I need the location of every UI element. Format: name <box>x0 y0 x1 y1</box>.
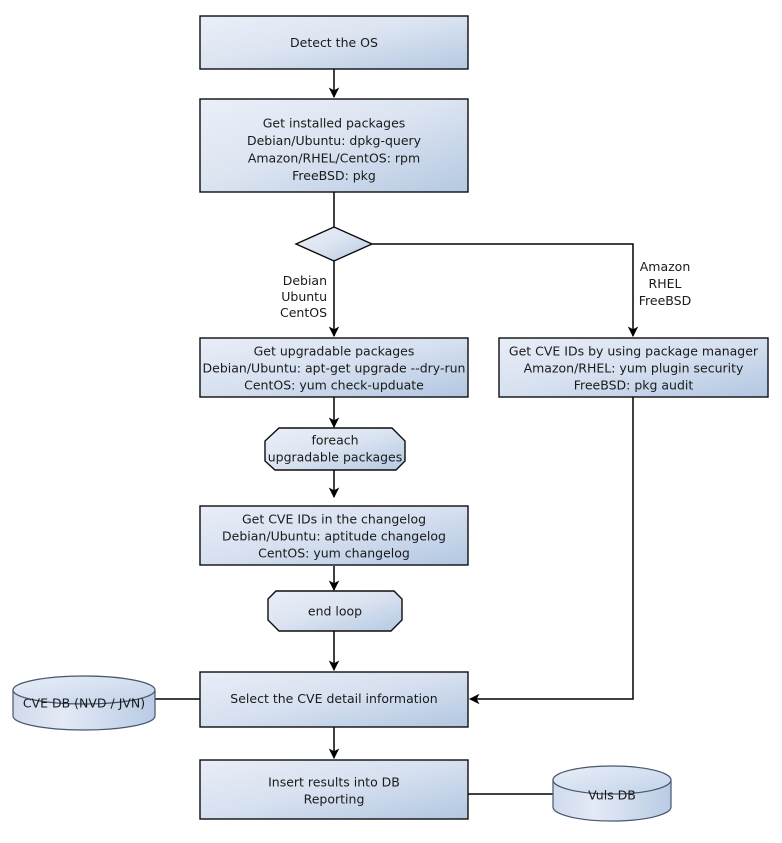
node-get-upgradable-line-2: CentOS: yum check-upduate <box>244 378 424 393</box>
node-foreach-line-1: upgradable packages <box>268 450 403 465</box>
node-os-decision-diamond[interactable] <box>294 226 374 262</box>
node-select-cve-line-0: Select the CVE detail information <box>230 691 437 706</box>
node-get-cve-changelog[interactable]: Get CVE IDs in the changelog Debian/Ubun… <box>199 505 469 566</box>
node-end-loop[interactable]: end loop <box>267 590 403 632</box>
node-select-cve-detail[interactable]: Select the CVE detail information <box>199 671 469 728</box>
node-get-installed-packages[interactable]: Get installed packages Debian/Ubuntu: dp… <box>199 98 469 193</box>
node-get-installed-line-3: FreeBSD: pkg <box>292 168 376 183</box>
node-end-loop-line-0: end loop <box>308 604 362 619</box>
edge-label-right-1: RHEL <box>649 276 682 291</box>
node-vuls-db-label: Vuls DB <box>588 788 636 803</box>
node-insert-results-line-1: Reporting <box>304 792 365 807</box>
node-detect-os-line-0: Detect the OS <box>290 35 378 50</box>
node-foreach-line-0: foreach <box>311 433 358 448</box>
node-get-installed-line-2: Amazon/RHEL/CentOS: rpm <box>248 151 420 166</box>
edge-label-left-branch: Debian Ubuntu CentOS <box>280 273 327 320</box>
edge-label-left-1: Ubuntu <box>281 289 327 304</box>
node-vuls-db-cylinder[interactable]: Vuls DB <box>552 765 672 822</box>
node-get-cve-pkgmgr-line-1: Amazon/RHEL: yum plugin security <box>524 361 744 376</box>
node-get-cve-changelog-line-0: Get CVE IDs in the changelog <box>242 512 426 527</box>
node-get-upgradable-line-1: Debian/Ubuntu: apt-get upgrade --dry-run <box>203 361 466 376</box>
node-get-cve-pkgmgr-line-2: FreeBSD: pkg audit <box>574 378 694 393</box>
node-get-upgradable-packages[interactable]: Get upgradable packages Debian/Ubuntu: a… <box>199 337 469 398</box>
node-get-upgradable-line-0: Get upgradable packages <box>254 344 415 359</box>
connector-layer <box>154 69 639 795</box>
edge-label-right-2: FreeBSD <box>639 293 691 308</box>
node-get-cve-package-manager[interactable]: Get CVE IDs by using package manager Ama… <box>498 337 769 398</box>
node-cve-db-cylinder[interactable]: CVE DB (NVD / JVN) <box>12 675 156 731</box>
node-insert-results-line-0: Insert results into DB <box>268 775 400 790</box>
node-get-installed-line-1: Debian/Ubuntu: dpkg-query <box>247 133 422 148</box>
edge-label-left-2: CentOS <box>280 305 327 320</box>
edge-label-left-0: Debian <box>283 273 327 288</box>
node-get-cve-pkgmgr-line-0: Get CVE IDs by using package manager <box>509 344 759 359</box>
edge-label-right-0: Amazon <box>640 259 691 274</box>
edge-label-right-branch: Amazon RHEL FreeBSD <box>639 259 691 308</box>
node-insert-results[interactable]: Insert results into DB Reporting <box>199 759 469 820</box>
node-cve-db-label: CVE DB (NVD / JVN) <box>23 696 145 711</box>
node-get-cve-changelog-line-1: Debian/Ubuntu: aptitude changelog <box>222 529 446 544</box>
node-foreach-loop-start[interactable]: foreach upgradable packages <box>264 427 406 471</box>
node-get-cve-changelog-line-2: CentOS: yum changelog <box>258 546 410 561</box>
connector-pkgmgr-to-select <box>468 397 634 705</box>
connector-decision-to-pkgmgr <box>372 243 639 338</box>
node-detect-os[interactable]: Detect the OS <box>199 15 469 70</box>
node-get-installed-line-0: Get installed packages <box>263 116 406 131</box>
